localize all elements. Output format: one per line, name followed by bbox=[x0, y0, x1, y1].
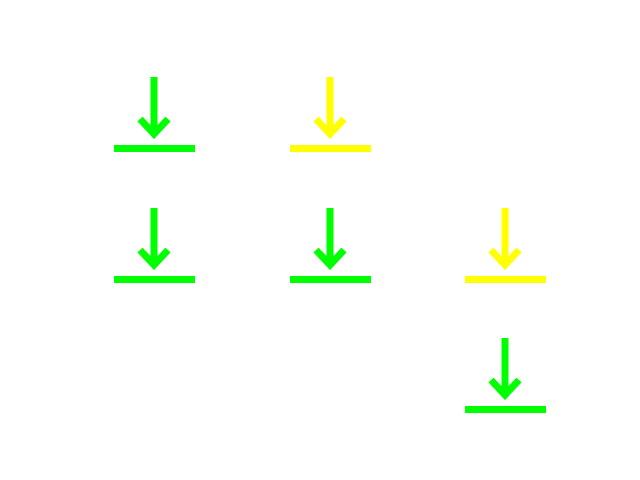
download-icon-head bbox=[313, 116, 347, 140]
download-icon bbox=[465, 208, 546, 283]
download-icon-head bbox=[313, 247, 347, 271]
download-icon-head bbox=[488, 247, 522, 271]
download-icon-base bbox=[465, 276, 546, 283]
download-icon-base bbox=[114, 145, 195, 152]
download-icon bbox=[465, 338, 546, 413]
download-icon bbox=[290, 208, 371, 283]
download-icon-base bbox=[465, 406, 546, 413]
download-icon-head bbox=[137, 247, 171, 271]
download-icon-base bbox=[290, 145, 371, 152]
download-icon-base bbox=[114, 276, 195, 283]
download-icon-base bbox=[290, 276, 371, 283]
download-icon bbox=[114, 208, 195, 283]
download-icon-head bbox=[488, 377, 522, 401]
download-icon bbox=[114, 77, 195, 152]
download-icon bbox=[290, 77, 371, 152]
download-icon-head bbox=[137, 116, 171, 140]
